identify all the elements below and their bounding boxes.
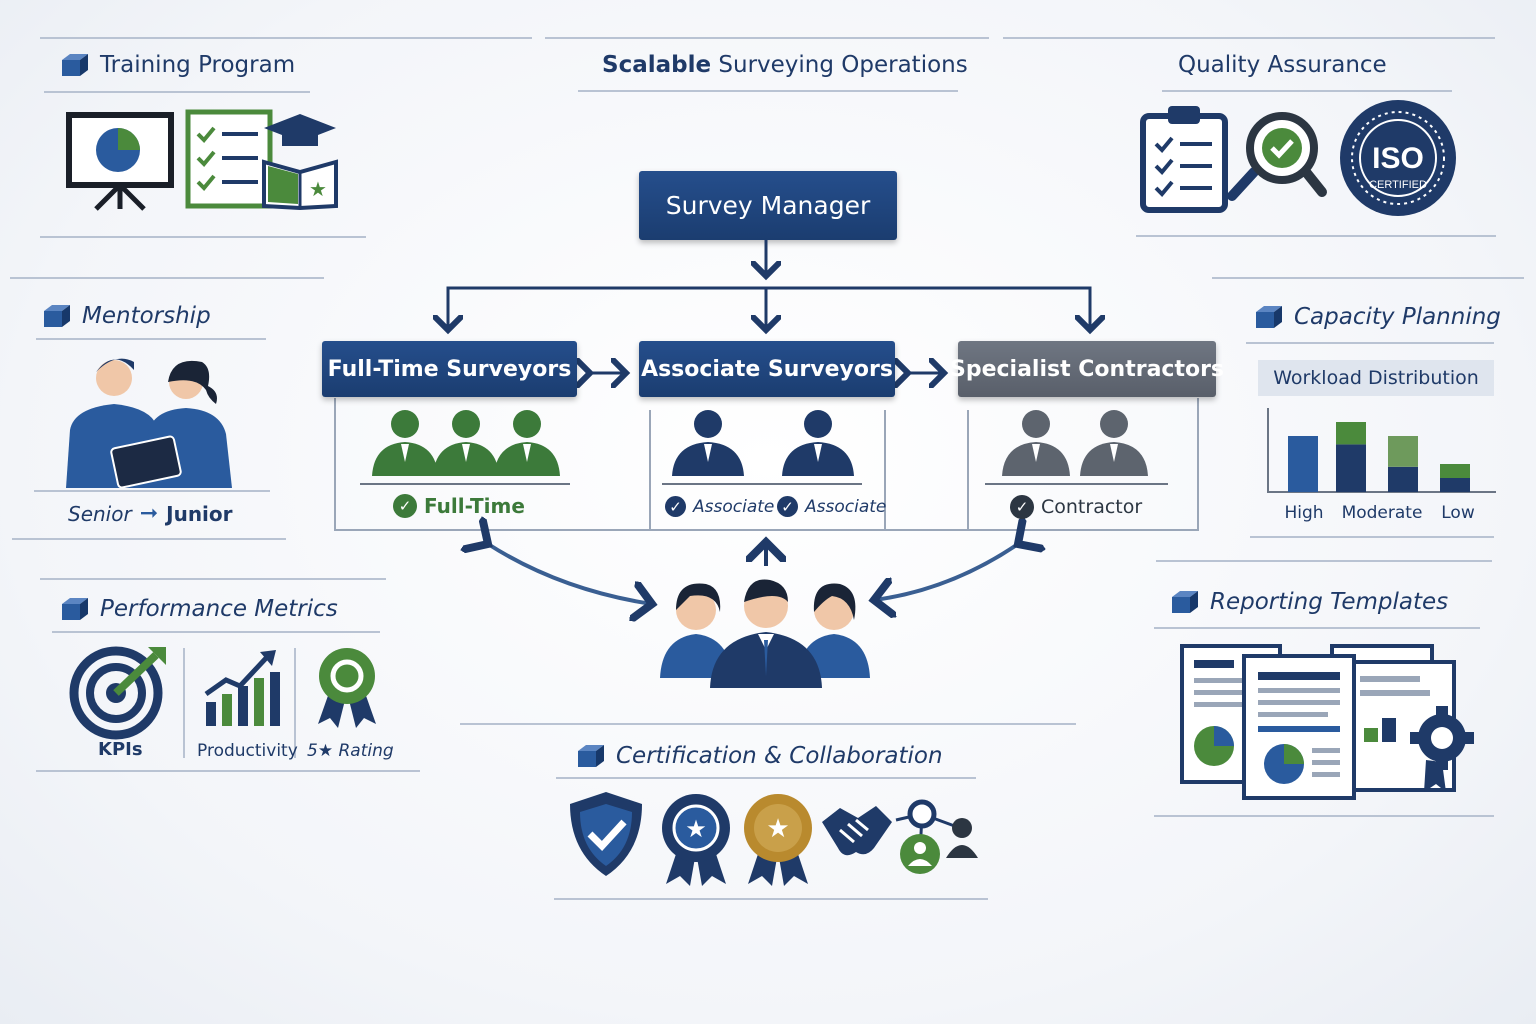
svg-text:★: ★	[766, 814, 789, 844]
associate-tag-1: ✓ Associate	[665, 496, 774, 517]
chart-axes	[1267, 408, 1496, 493]
mentor-pair-icon	[66, 358, 232, 489]
svg-text:★: ★	[309, 177, 327, 201]
check-circle-icon: ✓	[393, 494, 417, 518]
productivity-chart-icon	[204, 650, 280, 726]
shield-check-icon	[570, 792, 642, 876]
group-box-contractor[interactable]: Specialist Contractors	[950, 341, 1224, 397]
contractor-tag: ✓ Contractor	[1010, 495, 1142, 519]
junior-label: Junior	[166, 501, 233, 526]
category-label: Moderate	[1342, 503, 1423, 523]
kpi-label: KPIs	[98, 739, 143, 760]
magnifier-check-icon	[1227, 112, 1327, 201]
network-people-icon	[895, 799, 978, 874]
cube-icon	[1172, 591, 1198, 613]
cube-icon	[578, 745, 604, 767]
bar-segment	[1440, 464, 1470, 478]
training-heading-text: Training Program	[100, 52, 296, 78]
associate-tag-2: ✓ Associate	[777, 496, 886, 517]
productivity-label: Productivity	[197, 741, 298, 761]
iso-sub: CERTIFIED	[1369, 179, 1427, 191]
certification-heading-text: Certification & Collaboration	[616, 743, 943, 769]
check-circle-icon: ✓	[665, 496, 686, 517]
training-heading: Training Program	[62, 52, 295, 78]
cube-icon	[62, 54, 88, 76]
graduation-book-icon: ★	[262, 114, 338, 211]
contractor-people-icon	[1002, 410, 1148, 476]
cube-icon	[1256, 306, 1282, 328]
bar-segment	[1440, 478, 1470, 492]
clipboard-icon	[1140, 106, 1228, 213]
title-rest: Surveying Operations	[718, 52, 968, 78]
page-title: Scalable Surveying Operations	[602, 52, 968, 78]
reporting-heading: Reporting Templates	[1172, 589, 1448, 615]
central-team-icon	[660, 579, 870, 688]
check-circle-icon: ✓	[1010, 495, 1034, 519]
report-documents-icon	[1180, 644, 1474, 800]
associate-tag-2-label: Associate	[805, 496, 887, 517]
cube-icon	[62, 598, 88, 620]
full-time-people-icon	[372, 410, 560, 476]
mentorship-heading: Mentorship	[44, 303, 211, 329]
arrow-right-icon: ➞	[139, 501, 159, 526]
bar-segment	[1388, 436, 1418, 467]
target-icon	[69, 646, 166, 740]
title-bold: Scalable	[602, 52, 712, 78]
mentorship-flow: Senior ➞ Junior	[68, 501, 233, 526]
certification-heading: Certification & Collaboration	[578, 743, 943, 769]
capacity-heading-text: Capacity Planning	[1294, 304, 1501, 330]
category-label: Low	[1441, 503, 1475, 523]
workload-bar-chart: High Moderate Low	[1267, 408, 1496, 523]
bar-segment	[1388, 466, 1418, 492]
full-time-tag-label: Full-Time	[424, 494, 525, 518]
associate-people-icon	[672, 410, 854, 476]
survey-manager-box[interactable]: Survey Manager	[639, 171, 897, 240]
award-badge-blue-icon: ★	[662, 794, 730, 886]
handshake-icon	[822, 806, 892, 856]
contractor-tag-label: Contractor	[1041, 496, 1143, 518]
workload-chart-title: Workload Distribution	[1258, 360, 1494, 396]
rating-label: 5★ Rating	[307, 741, 394, 761]
reporting-heading-text: Reporting Templates	[1210, 589, 1449, 615]
group-box-full-time[interactable]: Full-Time Surveyors	[322, 341, 577, 397]
iso-text: ISO	[1372, 142, 1424, 175]
mentorship-heading-text: Mentorship	[82, 303, 211, 329]
quality-heading: Quality Assurance	[1178, 52, 1387, 78]
full-time-tag: ✓ Full-Time	[393, 494, 525, 518]
award-badge-gold-icon: ★	[744, 794, 812, 886]
performance-heading: Performance Metrics	[62, 596, 338, 622]
presentation-board-icon	[66, 112, 174, 211]
rating-ribbon-icon	[318, 648, 376, 728]
bar-segment	[1336, 444, 1366, 492]
bar-segment	[1336, 422, 1366, 445]
iso-seal-icon: ISO CERTIFIED	[1340, 100, 1456, 216]
cube-icon	[44, 305, 70, 327]
check-circle-icon: ✓	[777, 496, 798, 517]
senior-label: Senior	[68, 501, 132, 526]
bar-segment	[1288, 436, 1318, 492]
checklist-icon	[185, 109, 273, 209]
performance-heading-text: Performance Metrics	[100, 596, 338, 622]
category-label: High	[1284, 503, 1323, 523]
group-box-associate[interactable]: Associate Surveyors	[639, 341, 895, 397]
svg-text:★: ★	[685, 815, 707, 843]
capacity-heading: Capacity Planning	[1256, 304, 1501, 330]
associate-tag-1-label: Associate	[693, 496, 775, 517]
